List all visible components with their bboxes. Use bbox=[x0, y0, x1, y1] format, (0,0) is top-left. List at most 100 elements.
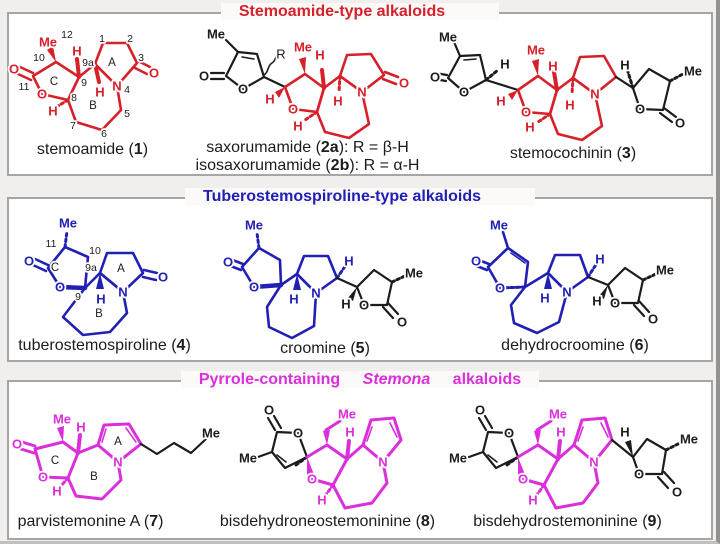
atom-label: H bbox=[345, 425, 354, 440]
atom-label: H bbox=[556, 425, 565, 440]
caption-dehydrocroomine: dehydrocroomine (6) bbox=[501, 337, 649, 354]
atom-label: O bbox=[359, 298, 369, 313]
atom-label: C bbox=[51, 262, 59, 274]
atom-label: O bbox=[504, 426, 514, 441]
atom-label: 9a bbox=[82, 57, 94, 69]
stemocochinin-core bbox=[516, 54, 618, 142]
atom-label: O bbox=[288, 102, 298, 117]
panel-title-tuberostemospiroline: Tuberostemospiroline-type alkaloids bbox=[0, 188, 720, 206]
atom-label: O bbox=[55, 280, 65, 295]
atom-label: A bbox=[108, 57, 116, 69]
atom-label: Me bbox=[202, 426, 220, 441]
atom-label: 11 bbox=[19, 81, 30, 93]
atom-label: O bbox=[459, 85, 469, 100]
h-wedge bbox=[625, 440, 633, 457]
butenolide-black bbox=[432, 40, 520, 94]
atom-label: O bbox=[238, 82, 248, 97]
atom-label: 6 bbox=[101, 128, 107, 140]
atom-label: H bbox=[315, 48, 324, 63]
atom-label: H bbox=[595, 252, 604, 267]
atom-label: 12 bbox=[61, 29, 73, 41]
atom-label: 5 bbox=[124, 108, 130, 120]
bisdehydrostemoninine-core bbox=[516, 416, 614, 510]
lactone-black bbox=[335, 268, 407, 320]
h-wedge bbox=[96, 273, 104, 289]
atom-label: 10 bbox=[33, 52, 45, 64]
atom-label: O bbox=[471, 254, 481, 269]
h-wedge bbox=[293, 274, 301, 290]
atom-label: Me bbox=[680, 432, 698, 447]
caption-isosaxorumamide: isosaxorumamide (2b): R = α-H bbox=[195, 157, 420, 174]
atom-label: O bbox=[307, 472, 317, 487]
o-wedge bbox=[518, 457, 526, 479]
atom-label: N bbox=[562, 285, 571, 300]
atom-label: N bbox=[589, 455, 598, 470]
atom-label: C bbox=[50, 76, 58, 88]
atom-label: O bbox=[249, 280, 259, 295]
atom-label: 7 bbox=[70, 120, 76, 132]
butyl-chain bbox=[139, 437, 208, 456]
atom-label: H bbox=[317, 493, 326, 508]
ethyl-wedge bbox=[534, 430, 541, 445]
caption-stemocochinin: stemocochinin (3) bbox=[509, 145, 637, 162]
atom-label: 8 bbox=[71, 92, 77, 104]
atom-label: H bbox=[72, 44, 81, 59]
atom-label: Me bbox=[338, 407, 356, 422]
atom-label: O bbox=[610, 296, 620, 311]
atom-label: H bbox=[48, 104, 57, 119]
atom-label: N bbox=[113, 455, 122, 470]
atom-label: Me bbox=[53, 412, 71, 427]
caption-croomine: croomine (5) bbox=[280, 340, 370, 357]
atom-label: 2 bbox=[127, 33, 133, 45]
atom-label: O bbox=[634, 467, 644, 482]
atom-label: H bbox=[76, 420, 85, 435]
atom-label: 9 bbox=[75, 291, 81, 303]
butenolide-black bbox=[467, 414, 520, 470]
atom-label: Me bbox=[490, 218, 508, 233]
atom-label: H bbox=[341, 297, 350, 312]
atom-label: 1 bbox=[99, 33, 105, 45]
caption-bisdehydrostemoninine: bisdehydrostemoninine (9) bbox=[473, 513, 662, 530]
atom-label: N bbox=[112, 79, 121, 94]
atom-label: 9 bbox=[81, 77, 87, 89]
saxorumamide-core bbox=[283, 52, 400, 140]
h-wedge bbox=[348, 287, 357, 301]
atom-label: H bbox=[528, 493, 537, 508]
atom-label: H bbox=[52, 484, 61, 499]
atom-label: A bbox=[114, 436, 122, 448]
atom-label: Me bbox=[207, 27, 225, 42]
methyl-wedge bbox=[47, 46, 56, 62]
atom-label: O bbox=[199, 69, 209, 84]
atom-label: Me bbox=[294, 40, 312, 55]
croomine-core bbox=[226, 231, 348, 340]
caption-saxorumamide: saxorumamide (2a): R = β-H bbox=[206, 139, 409, 156]
methyl-wedge bbox=[57, 426, 64, 442]
atom-label: N bbox=[311, 286, 320, 301]
atom-label: O bbox=[475, 403, 485, 418]
atom-label: H bbox=[548, 59, 557, 74]
atom-label: H bbox=[293, 119, 302, 134]
lactone-black bbox=[586, 266, 658, 318]
atom-label: N bbox=[118, 285, 127, 300]
atom-label: O bbox=[12, 437, 22, 452]
methyl-wedge bbox=[299, 57, 306, 74]
atom-label: Me bbox=[245, 218, 263, 233]
atom-label: O bbox=[264, 403, 274, 418]
atom-label: H bbox=[496, 94, 505, 109]
atom-label: 4 bbox=[124, 84, 130, 96]
dehydrocroomine-core bbox=[472, 230, 599, 335]
caption-stemoamide: stemoamide (1) bbox=[36, 141, 149, 158]
atom-label: O bbox=[158, 270, 168, 285]
atom-label: O bbox=[24, 254, 34, 269]
atom-label: H bbox=[500, 57, 509, 72]
caption-bisdehydroneostemoninine: bisdehydroneostemoninine (8) bbox=[219, 513, 436, 530]
ethyl-wedge bbox=[323, 430, 330, 445]
atom-label: O bbox=[397, 315, 407, 330]
atom-label: Me bbox=[439, 30, 457, 45]
atom-label: R bbox=[276, 47, 285, 62]
